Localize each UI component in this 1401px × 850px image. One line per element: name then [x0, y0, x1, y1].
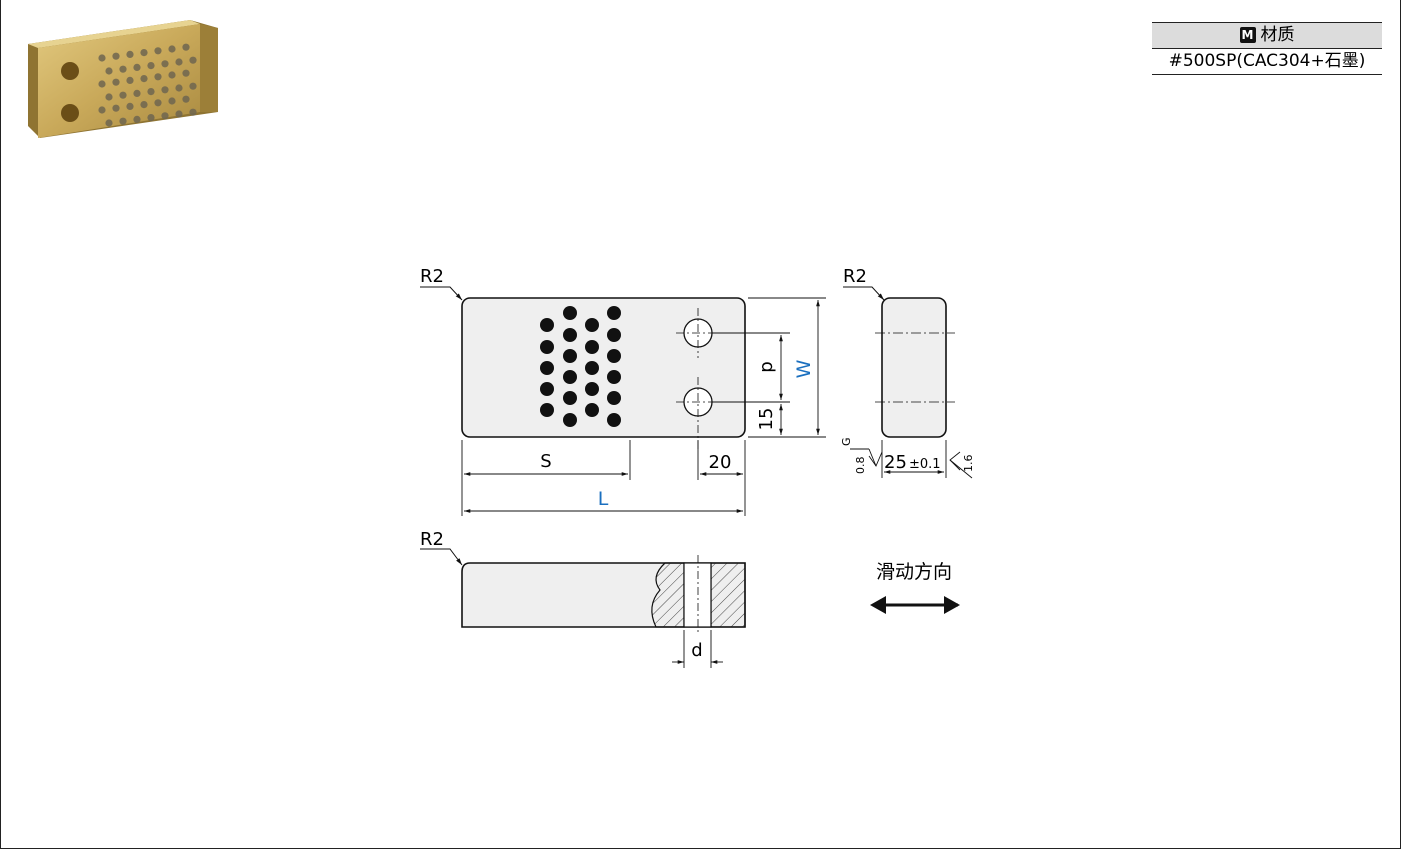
dim-p: p — [756, 361, 777, 372]
photo-graphite-dot — [161, 112, 169, 120]
side-plate-outline — [881, 297, 947, 438]
photo-graphite-dot — [140, 49, 148, 57]
photo-graphite-dot — [189, 82, 197, 90]
graphite-plug-dot — [540, 318, 554, 332]
roughness-1-6: 1.6 — [962, 455, 975, 473]
photo-graphite-dot — [182, 69, 190, 77]
photo-graphite-dot — [126, 76, 134, 84]
photo-graphite-dot — [119, 117, 127, 125]
graphite-plug-dot — [540, 361, 554, 375]
side-view: R2 G 0.8 1.6 25 ±0.1 — [840, 266, 975, 479]
photo-graphite-dot — [175, 110, 183, 118]
graphite-plug-dot — [540, 403, 554, 417]
dim-L: L — [598, 488, 609, 510]
photo-graphite-dot — [168, 97, 176, 105]
sliding-direction-label: 滑动方向 — [876, 561, 952, 583]
dim-S: S — [540, 451, 551, 472]
dim-d: d — [691, 640, 702, 661]
graphite-plug-dot — [563, 391, 577, 405]
photo-graphite-dot — [154, 73, 162, 81]
dim-15: 15 — [756, 408, 777, 431]
front-radius-label: R2 — [420, 266, 444, 287]
graphite-plug-dot — [540, 382, 554, 396]
dim-20: 20 — [709, 452, 732, 473]
graphite-plug-dot — [540, 340, 554, 354]
photo-graphite-dot — [147, 114, 155, 122]
material-value: #500SP(CAC304+石墨) — [1152, 48, 1382, 75]
photo-graphite-dot — [182, 95, 190, 103]
photo-graphite-dot — [105, 119, 113, 127]
roughness-0-8: 0.8 — [854, 457, 867, 475]
graphite-plug-dot — [585, 318, 599, 332]
front-plate-outline — [461, 297, 746, 438]
graphite-plug-dot — [607, 413, 621, 427]
photo-graphite-dot — [168, 45, 176, 53]
material-m-icon: M — [1239, 27, 1256, 43]
photo-graphite-dot — [175, 58, 183, 66]
photo-graphite-dot — [112, 52, 120, 60]
photo-graphite-dot — [119, 91, 127, 99]
photo-graphite-dot — [154, 47, 162, 55]
graphite-plug-dot — [607, 328, 621, 342]
dim-thickness: 25 — [884, 452, 907, 473]
graphite-plug-dot — [607, 391, 621, 405]
graphite-plug-dot — [607, 370, 621, 384]
photo-graphite-dot — [147, 88, 155, 96]
graphite-plug-dot — [563, 306, 577, 320]
side-radius-label: R2 — [843, 266, 867, 287]
photo-graphite-dot — [168, 71, 176, 79]
dim-tolerance: ±0.1 — [909, 457, 941, 472]
photo-graphite-dot — [112, 78, 120, 86]
photo-graphite-dot — [133, 89, 141, 97]
photo-graphite-dot — [161, 86, 169, 94]
photo-graphite-dot — [105, 67, 113, 75]
photo-graphite-dot — [126, 102, 134, 110]
photo-graphite-dot — [154, 99, 162, 107]
photo-graphite-dot — [98, 80, 106, 88]
graphite-plug-dot — [585, 382, 599, 396]
graphite-plug-dot — [585, 340, 599, 354]
graphite-plug-dot — [607, 349, 621, 363]
graphite-plug-dot — [563, 349, 577, 363]
photo-graphite-dot — [119, 65, 127, 73]
photo-graphite-dot — [182, 43, 190, 51]
photo-graphite-dot — [147, 62, 155, 70]
graphite-plug-dot — [585, 403, 599, 417]
photo-graphite-dot — [133, 115, 141, 123]
graphite-plug-dot — [607, 306, 621, 320]
photo-graphite-dot — [189, 108, 197, 116]
sliding-direction: 滑动方向 — [870, 561, 960, 614]
roughness-G: G — [840, 437, 853, 446]
graphite-plug-dot — [563, 413, 577, 427]
material-header-label: 材质 — [1260, 25, 1295, 45]
photo-graphite-dot — [98, 54, 106, 62]
product-photo — [28, 20, 218, 138]
section-view: R2 d — [420, 529, 746, 668]
photo-graphite-dot — [140, 101, 148, 109]
graphite-plug-dot — [563, 328, 577, 342]
photo-graphite-dot — [98, 106, 106, 114]
photo-graphite-dot — [126, 50, 134, 59]
photo-graphite-dot — [133, 63, 141, 71]
graphite-plug-dot — [563, 370, 577, 384]
photo-graphite-dot — [189, 56, 197, 64]
section-radius-label: R2 — [420, 529, 444, 550]
photo-graphite-dot — [112, 104, 120, 112]
dim-W: W — [793, 359, 815, 378]
photo-graphite-dot — [105, 93, 113, 101]
graphite-plug-dot — [585, 361, 599, 375]
front-view: R2 W p 15 S 20 L — [420, 266, 826, 516]
photo-graphite-dot — [161, 60, 169, 68]
photo-graphite-dot — [140, 75, 148, 83]
photo-graphite-dot — [175, 84, 183, 92]
